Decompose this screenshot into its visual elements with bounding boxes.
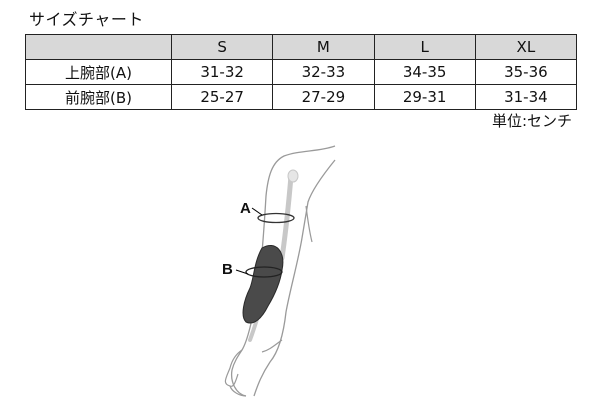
table-cell: 31-34	[474, 84, 578, 110]
humerus-bone	[279, 173, 294, 261]
table-row: 前腕部(B) 25-27 27-29 29-31 31-34	[25, 84, 578, 110]
chart-title: サイズチャート	[29, 10, 144, 29]
header-cell-l: L	[373, 34, 476, 60]
table-cell: 35-36	[474, 59, 578, 85]
header-cell-m: M	[272, 34, 375, 60]
marker-label-a: A	[240, 200, 251, 217]
table-cell: 31-32	[170, 59, 274, 85]
marker-label-b: B	[222, 261, 233, 278]
size-table: S M L XL 上腕部(A) 31-32 32-33 34-35 35-36 …	[25, 34, 578, 110]
unit-note: 単位:センチ	[491, 112, 572, 130]
table-header-row: S M L XL	[25, 34, 578, 60]
shoulder-joint	[287, 169, 299, 183]
leader-line-a	[251, 207, 263, 216]
table-cell: 29-31	[373, 84, 476, 110]
header-cell-xl: XL	[474, 34, 578, 60]
table-row: 上腕部(A) 31-32 32-33 34-35 35-36	[25, 59, 578, 85]
forearm-band	[245, 266, 283, 278]
row-label-upper-arm: 上腕部(A)	[25, 59, 172, 85]
elbow-support	[242, 245, 284, 324]
table-cell: 25-27	[170, 84, 274, 110]
table-cell: 32-33	[272, 59, 375, 85]
upper-arm-band	[257, 212, 295, 224]
hand-outline	[224, 349, 247, 397]
leader-line-b	[235, 269, 249, 275]
row-label-forearm: 前腕部(B)	[25, 84, 172, 110]
thumb-outline	[261, 339, 283, 353]
torso-line	[305, 205, 313, 243]
table-cell: 27-29	[272, 84, 375, 110]
